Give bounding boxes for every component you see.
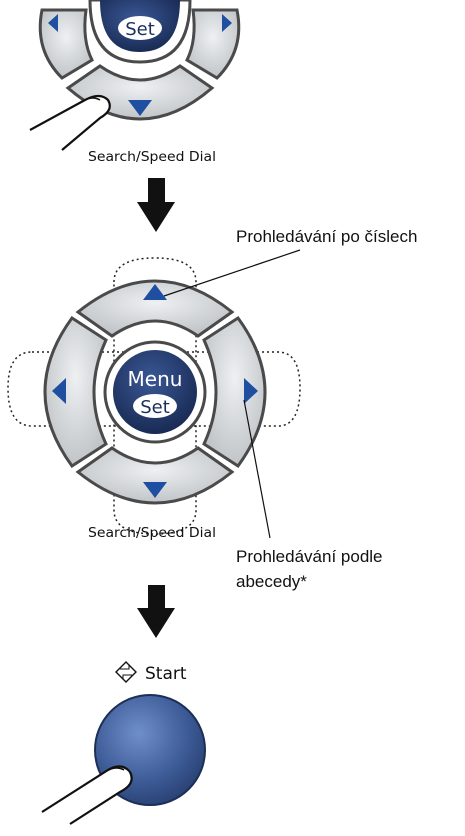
keypad-top: Set Search/Speed Dial bbox=[29, 0, 241, 165]
left-arrow-icon bbox=[52, 378, 66, 404]
dotted-horizontal-zone bbox=[7, 351, 301, 427]
down-key[interactable] bbox=[75, 446, 235, 505]
down-arrow-icon bbox=[128, 100, 152, 116]
finger-press-icon bbox=[29, 94, 111, 151]
callout-line-alphabetic bbox=[243, 399, 271, 539]
keypad-full: Menu Set Search/Speed Dial bbox=[7, 249, 301, 541]
set-label: Set bbox=[140, 397, 170, 418]
down-arrow-icon bbox=[143, 482, 167, 498]
right-arrow-icon bbox=[244, 378, 258, 404]
menu-label: Menu bbox=[128, 367, 183, 391]
right-arrow-icon bbox=[222, 14, 232, 32]
flow-arrow-2 bbox=[137, 585, 175, 638]
left-arrow-icon bbox=[48, 14, 58, 32]
start-diamond-icon bbox=[115, 661, 137, 683]
callout-alphabetic-search-line2: abecedy* bbox=[236, 572, 307, 591]
set-label: Set bbox=[125, 19, 155, 40]
right-key[interactable] bbox=[185, 8, 241, 80]
finger-press-icon bbox=[41, 765, 133, 825]
up-arrow-icon bbox=[143, 284, 167, 300]
callout-numeric-search: Prohledávání po číslech bbox=[236, 227, 418, 246]
start-label: Start bbox=[145, 664, 187, 684]
dotted-vertical-zone bbox=[113, 257, 197, 535]
flow-arrow-1 bbox=[137, 178, 175, 232]
start-diamond-detail bbox=[120, 665, 132, 679]
search-speed-dial-label-2: Search/Speed Dial bbox=[88, 526, 216, 541]
menu-set-button[interactable] bbox=[113, 350, 197, 434]
up-key[interactable] bbox=[75, 279, 235, 338]
set-pill bbox=[118, 16, 162, 40]
search-speed-dial-label-1: Search/Speed Dial bbox=[88, 150, 216, 165]
set-pill bbox=[133, 394, 177, 418]
start-section: Start bbox=[41, 661, 206, 825]
left-key[interactable] bbox=[43, 315, 108, 469]
callout-line-numeric bbox=[163, 249, 301, 297]
left-key[interactable] bbox=[38, 8, 94, 80]
callout-alphabetic-search-line1: Prohledávání podle bbox=[236, 547, 383, 566]
